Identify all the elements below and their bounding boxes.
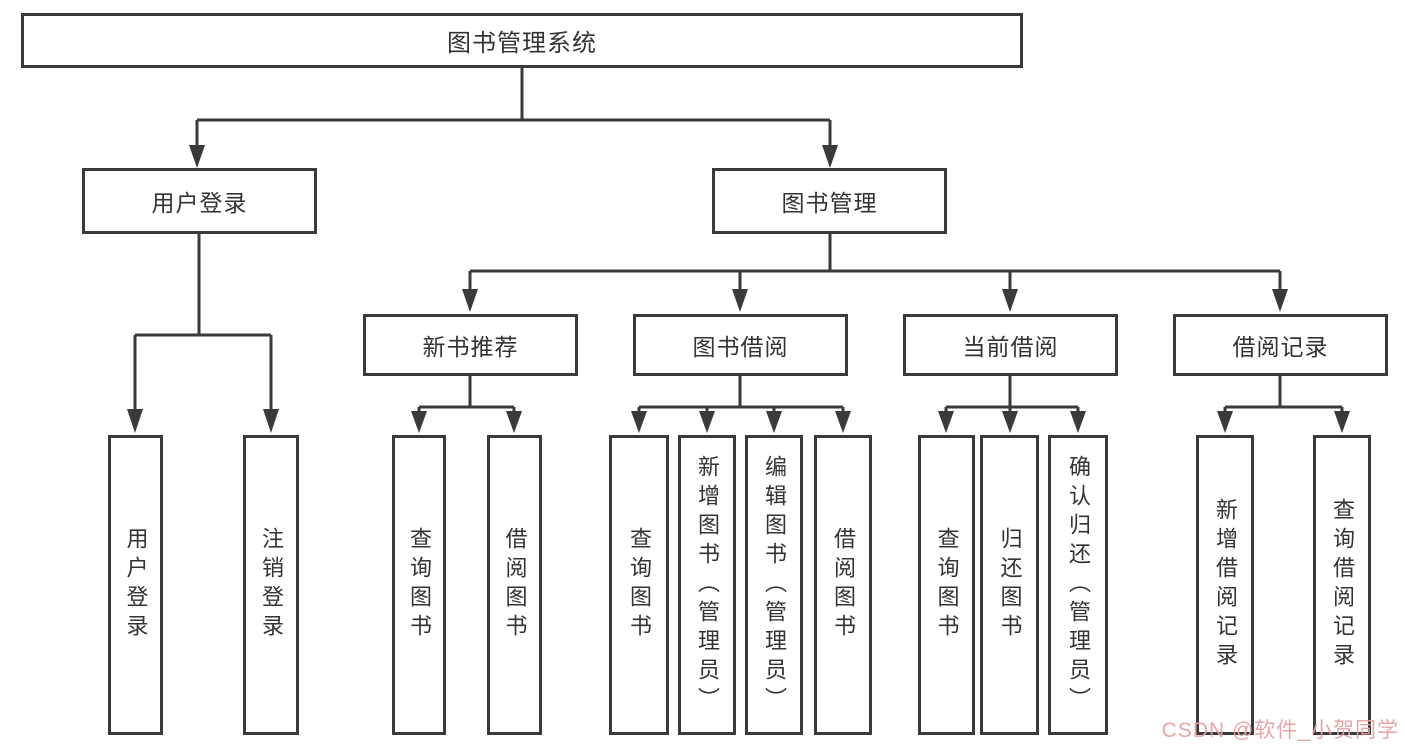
node-user-login: 用户登录	[82, 168, 317, 234]
edge-leaf-arrows	[411, 407, 1350, 433]
leaf-query-books-2: 查询图书	[609, 435, 669, 735]
csdn-watermark: CSDN @软件_小贺同学	[1161, 719, 1399, 742]
leaf-confirm-return-admin: 确认归还（管理员）	[1048, 435, 1108, 735]
leaf-borrow-books-1: 借阅图书	[487, 435, 542, 735]
node-book-borrowing: 图书借阅	[633, 314, 848, 376]
leaf-query-borrow-record: 查询借阅记录	[1313, 435, 1371, 735]
edge-book-management-to-level3	[462, 234, 1288, 312]
leaf-borrow-books-2: 借阅图书	[814, 435, 872, 735]
node-library-management-system: 图书管理系统	[21, 13, 1023, 68]
node-borrowing-records: 借阅记录	[1173, 314, 1388, 376]
leaf-logout: 注销登录	[243, 435, 299, 735]
leaf-user-login: 用户登录	[108, 435, 163, 735]
edge-level3-branches	[419, 376, 1342, 409]
leaf-query-books-1: 查询图书	[392, 435, 446, 735]
edge-user-login-to-leaves	[127, 234, 279, 433]
leaf-query-books-3: 查询图书	[918, 435, 975, 735]
leaf-edit-books-admin: 编辑图书（管理员）	[745, 435, 803, 735]
leaf-return-books: 归还图书	[980, 435, 1039, 735]
leaf-add-borrow-record: 新增借阅记录	[1196, 435, 1254, 735]
node-current-borrowing: 当前借阅	[903, 314, 1118, 376]
node-book-management: 图书管理	[712, 168, 947, 234]
leaf-add-books-admin: 新增图书（管理员）	[678, 435, 736, 735]
edge-root-to-level2	[189, 68, 838, 168]
node-new-book-recommendation: 新书推荐	[363, 314, 578, 376]
